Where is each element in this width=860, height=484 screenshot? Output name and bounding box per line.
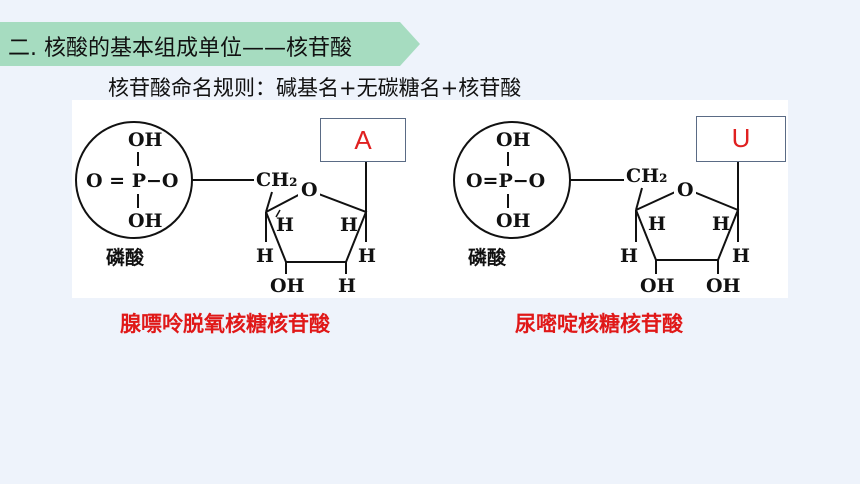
structures-svg: OH O = P−O OH 磷酸 CH₂ O H H H H OH H [75, 121, 750, 297]
right-h-lower-right: H [732, 245, 750, 267]
section-banner: 二. 核酸的基本组成单位——核苷酸 [0, 22, 420, 66]
right-nucleotide: OH O=P−O OH 磷酸 CH₂ O H H H H OH OH [453, 121, 750, 297]
right-phosphate-label: 磷酸 [468, 246, 507, 269]
left-phosphate-center: O = P−O [86, 170, 178, 192]
right-caption: 尿嘧啶核糖核苷酸 [515, 312, 683, 336]
left-h-upper-left: H [276, 214, 294, 236]
left-phosphate-oh-bottom: OH [128, 210, 163, 232]
left-h-lower-left: H [256, 245, 274, 267]
right-ring-o-mask [674, 178, 696, 200]
right-oh-bottom-left: OH [640, 275, 675, 297]
right-ch2: CH₂ [626, 165, 667, 187]
left-ring-o-mask [298, 178, 320, 200]
naming-rule: 核苷酸命名规则：碱基名+无碳糖名+核苷酸 [108, 76, 522, 100]
diagram-panel: OH O = P−O OH 磷酸 CH₂ O H H H H OH H [72, 100, 788, 298]
left-h-bottom: H [338, 275, 356, 297]
right-h-upper-left: H [648, 213, 666, 235]
right-ch2-to-c4 [635, 187, 643, 211]
left-h-upper-right: H [340, 214, 358, 236]
section-title: 二. 核酸的基本组成单位——核苷酸 [8, 36, 352, 61]
left-caption: 腺嘌呤脱氧核糖核苷酸 [120, 312, 330, 336]
left-base-box: A [320, 118, 406, 162]
left-ch2: CH₂ [256, 169, 297, 191]
right-phosphate-oh-bottom: OH [496, 210, 531, 232]
left-ch2-to-c4 [265, 191, 273, 213]
left-nucleotide: OH O = P−O OH 磷酸 CH₂ O H H H H OH H [75, 121, 376, 297]
right-phosphate-center: O=P−O [466, 170, 545, 192]
left-phosphate-label: 磷酸 [106, 246, 145, 269]
left-phosphate-oh-top: OH [128, 129, 163, 151]
left-oh-bottom: OH [270, 275, 305, 297]
right-phosphate-oh-top: OH [496, 129, 531, 151]
banner-arrow-shape [0, 22, 420, 66]
right-h-upper-right: H [712, 213, 730, 235]
right-oh-bottom-right: OH [706, 275, 741, 297]
left-c4-h-up [275, 209, 281, 218]
left-h-lower-right: H [358, 245, 376, 267]
right-ring-o: O [677, 179, 694, 201]
right-h-lower-left: H [620, 245, 638, 267]
right-base-box: U [696, 116, 786, 162]
left-ring-o: O [301, 179, 318, 201]
